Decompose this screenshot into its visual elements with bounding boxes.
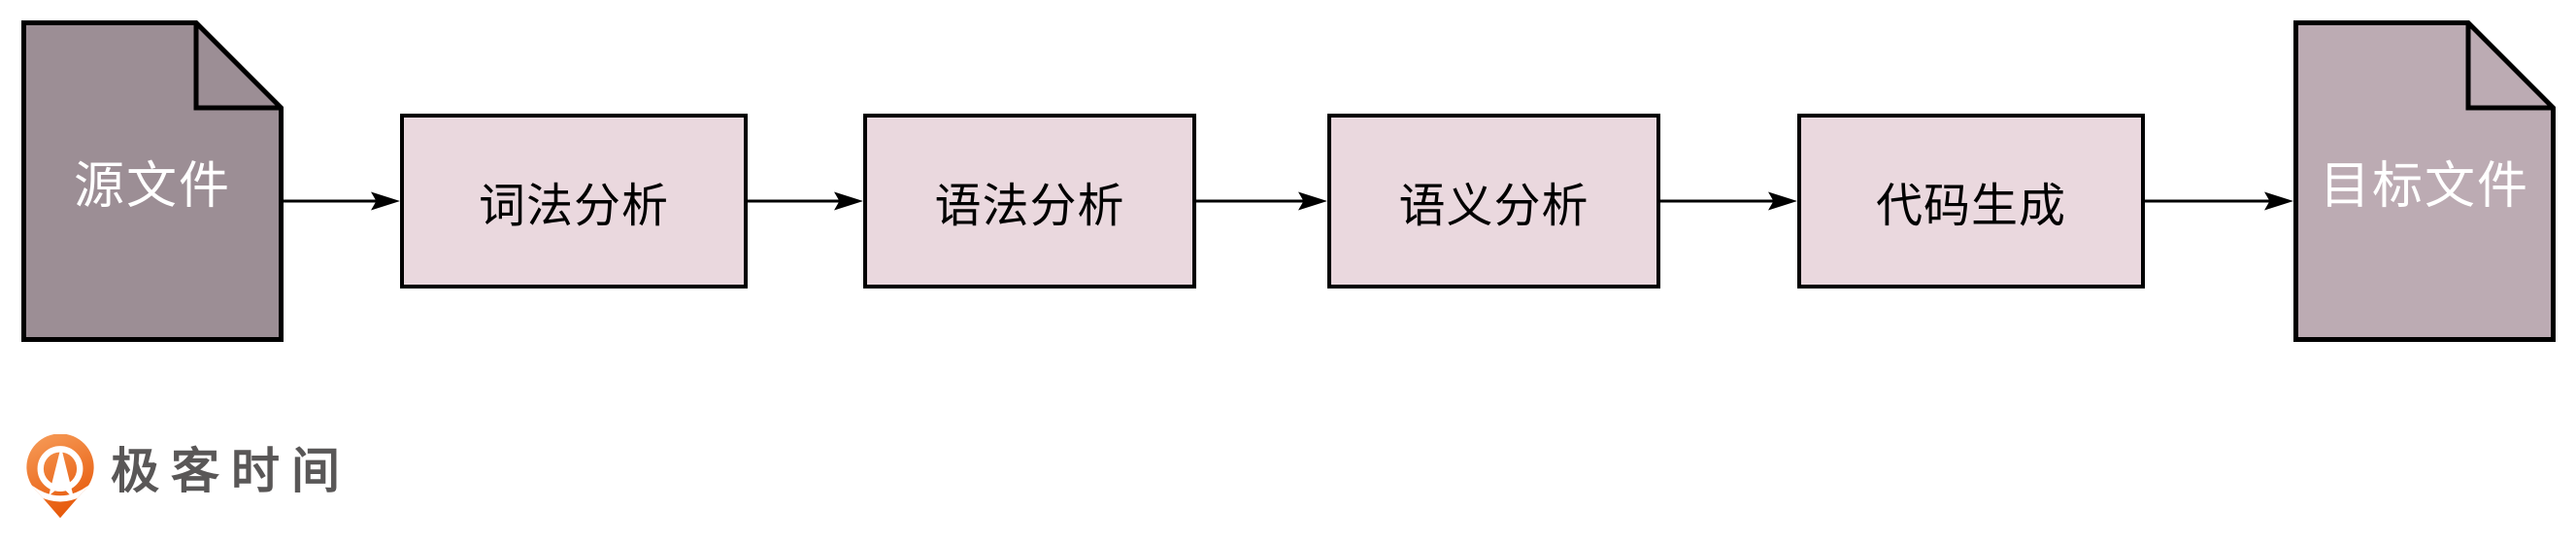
arrow-icon xyxy=(1660,191,1797,211)
target-file-label: 目标文件 xyxy=(2319,158,2529,215)
stage-label: 代码生成 xyxy=(1875,181,2066,232)
folded-corner xyxy=(2465,22,2554,111)
document-icon xyxy=(2293,20,2556,342)
stage-label: 语义分析 xyxy=(1398,181,1589,232)
folded-corner xyxy=(193,22,282,111)
stage-box-syntax-analysis: 语法分析 xyxy=(863,114,1196,288)
geektime-logo: 极客时间 xyxy=(23,434,351,522)
document-icon xyxy=(21,20,284,342)
stage-box-code-generation: 代码生成 xyxy=(1797,114,2145,288)
arrow-icon xyxy=(1196,191,1327,211)
target-file-node: 目标文件 xyxy=(2293,20,2556,342)
geektime-logo-text: 极客时间 xyxy=(111,444,351,498)
arrow-icon xyxy=(748,191,863,211)
stage-box-lexical-analysis: 词法分析 xyxy=(400,114,748,288)
source-file-node: 源文件 xyxy=(21,20,284,342)
geektime-pin-icon xyxy=(26,434,94,519)
arrow-icon xyxy=(284,191,400,211)
stage-label: 语法分析 xyxy=(934,181,1125,232)
arrow-icon xyxy=(2145,191,2293,211)
source-file-label: 源文件 xyxy=(73,158,231,215)
stage-label: 词法分析 xyxy=(478,181,669,232)
stage-box-semantic-analysis: 语义分析 xyxy=(1327,114,1660,288)
